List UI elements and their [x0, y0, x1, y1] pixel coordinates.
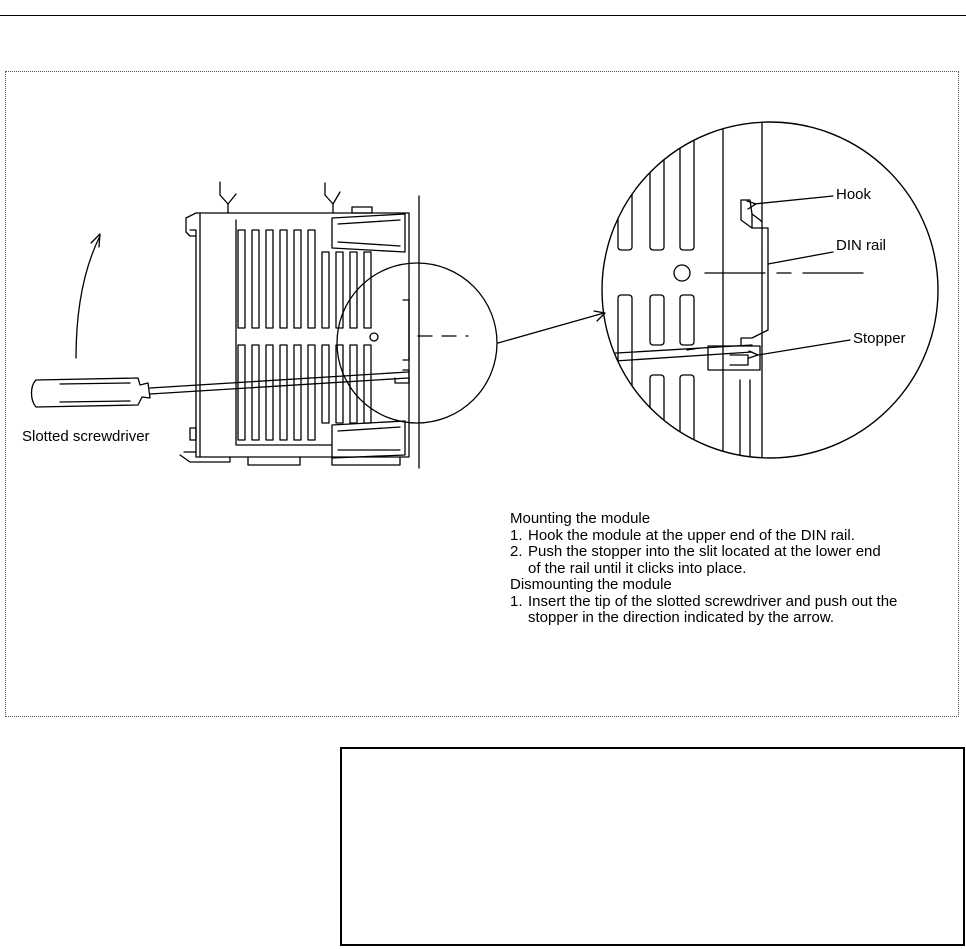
mounting-instructions: Mounting the module 1. Hook the module a…: [510, 510, 950, 627]
dismounting-step: 1. Insert the tip of the slotted screwdr…: [510, 592, 898, 626]
stopper-leader: [757, 339, 851, 356]
detail-view: [601, 121, 939, 459]
hook-leader: [753, 195, 834, 205]
screwdriver-label: Slotted screwdriver: [22, 428, 150, 445]
module-body: [179, 181, 410, 466]
din-rail-leader: [767, 251, 834, 265]
note-box: [340, 747, 965, 946]
mounting-step: 2. Push the stopper into the slit locate…: [510, 543, 881, 577]
hook-label: Hook: [836, 186, 872, 203]
rotation-arrow: [75, 233, 101, 359]
dismounting-title: Dismounting the module: [510, 576, 672, 593]
mounting-step: 1. Hook the module at the upper end of t…: [510, 526, 855, 544]
mounting-title: Mounting the module: [510, 510, 651, 527]
detail-pointer: [497, 312, 605, 344]
figure-frame: [5, 71, 959, 717]
din-rail-label: DIN rail: [836, 237, 887, 254]
magnify-circle-small: [336, 262, 498, 424]
stopper-label: Stopper: [853, 330, 906, 347]
screwdriver: [30, 371, 409, 408]
header-rule: [0, 15, 966, 16]
